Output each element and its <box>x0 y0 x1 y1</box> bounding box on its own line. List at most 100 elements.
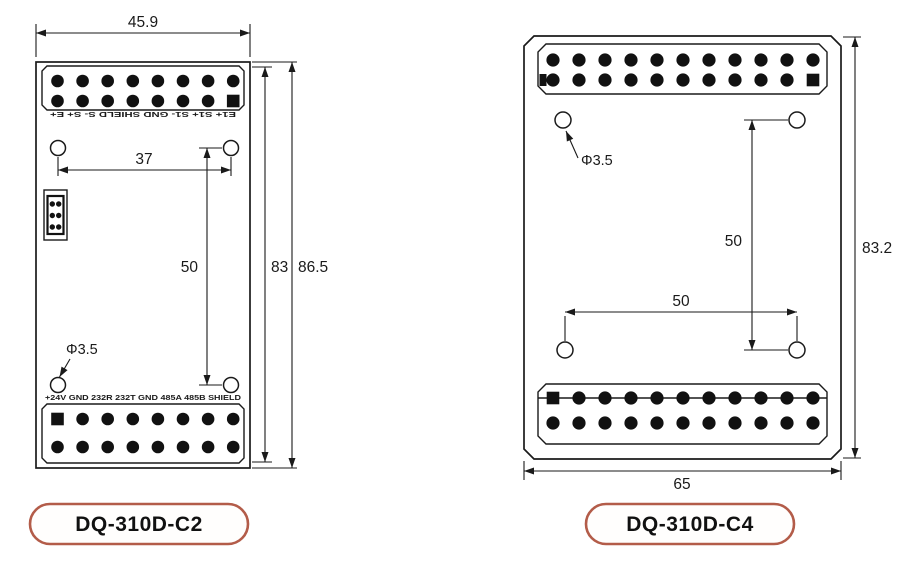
terminal-dot <box>226 74 240 88</box>
terminal-dot <box>624 53 638 67</box>
board-c2-drawing: 45.9 E1+ S1+ S1- GND SHIELD S- S+ E+ 37 <box>28 14 328 546</box>
terminal-dot <box>702 391 716 405</box>
terminal-dot <box>201 440 215 454</box>
terminal-dot <box>624 73 638 87</box>
terminal-dot <box>806 416 820 430</box>
terminal-dot <box>546 73 560 87</box>
terminal-dot <box>201 412 215 426</box>
terminal-dot <box>806 53 820 67</box>
terminal-dot <box>780 73 794 87</box>
terminal-dot <box>806 391 820 405</box>
c4-mounting-hole-top-right <box>788 111 806 129</box>
terminal-dot <box>702 53 716 67</box>
terminal-dot <box>546 416 560 430</box>
terminal-dot <box>754 391 768 405</box>
terminal-dot <box>702 73 716 87</box>
terminal-dot <box>676 53 690 67</box>
c2-top-terminal-block: E1+ S1+ S1- GND SHIELD S- S+ E+ <box>41 65 245 117</box>
terminal-dot <box>201 74 215 88</box>
terminal-dot <box>754 53 768 67</box>
terminal-dot <box>754 416 768 430</box>
c2-width-dimension: 45.9 <box>35 14 251 57</box>
terminal-dot <box>126 412 140 426</box>
c2-mounting-hole-top-left <box>49 139 67 157</box>
terminal-dot <box>151 94 165 108</box>
terminal-dot <box>201 94 215 108</box>
c2-bottom-terminal-labels: +24V GND 232R 232T GND 485A 485B SHIELD <box>45 395 241 402</box>
terminal-dot <box>76 94 89 108</box>
c2-top-terminal-key-square <box>226 94 240 108</box>
terminal-dot <box>51 74 64 88</box>
terminal-dot <box>226 412 240 426</box>
terminal-dot <box>572 53 586 67</box>
c2-top-terminal-dots-row2 <box>51 94 215 108</box>
terminal-dot <box>754 73 768 87</box>
c2-hole-diameter-label: Φ3.5 <box>66 342 98 358</box>
c4-bottom-terminal-dots-row2 <box>546 416 820 430</box>
c4-hole-span-y-label: 50 <box>725 233 743 250</box>
terminal-dot <box>176 440 190 454</box>
terminal-dot <box>650 53 664 67</box>
terminal-dot <box>650 73 664 87</box>
c4-board-outline <box>523 35 842 460</box>
terminal-dot <box>176 412 190 426</box>
terminal-dot <box>76 412 89 426</box>
terminal-dot <box>780 53 794 67</box>
terminal-dot <box>76 74 89 88</box>
terminal-dot <box>598 53 612 67</box>
c4-bottom-terminal-block <box>537 383 828 445</box>
c4-top-terminal-dots-row2 <box>546 73 794 87</box>
terminal-dot <box>598 73 612 87</box>
terminal-dot <box>676 73 690 87</box>
terminal-dot <box>151 74 165 88</box>
terminal-dot <box>226 440 240 454</box>
c4-mounting-hole-bottom-right <box>788 341 806 359</box>
c2-width-dim-label: 45.9 <box>128 14 158 31</box>
c2-inner-height-label: 83 <box>271 259 288 276</box>
terminal-dot <box>728 416 742 430</box>
c2-bottom-terminal-dots-row2 <box>51 440 240 454</box>
terminal-dot <box>702 416 716 430</box>
terminal-dot <box>126 74 140 88</box>
c4-overall-height-label: 83.2 <box>862 240 892 257</box>
c2-model-label: DQ-310D-C2 <box>75 513 203 536</box>
c2-model-badge: DQ-310D-C2 <box>28 502 250 546</box>
c2-top-terminal-dots-row1 <box>51 74 240 88</box>
terminal-dot <box>101 440 114 454</box>
terminal-dot <box>598 416 612 430</box>
c4-mounting-hole-top-left <box>554 111 572 129</box>
terminal-dot <box>780 416 794 430</box>
terminal-dot <box>101 412 114 426</box>
terminal-dot <box>126 440 140 454</box>
c4-top-terminal-key-square <box>806 73 820 87</box>
c2-mounting-hole-top-right <box>222 139 240 157</box>
terminal-dot <box>51 440 64 454</box>
c2-hole-diameter-callout: Φ3.5 <box>59 342 98 378</box>
c4-top-terminal-block <box>537 43 828 95</box>
terminal-dot <box>572 391 586 405</box>
terminal-dot <box>676 416 690 430</box>
terminal-dot <box>572 73 586 87</box>
terminal-dot <box>546 53 560 67</box>
board-c4-drawing: Φ3.5 50 50 <box>523 35 892 546</box>
terminal-dot <box>728 53 742 67</box>
c4-hole-diameter-callout: Φ3.5 <box>565 130 613 169</box>
c4-mounting-hole-bottom-left <box>556 341 574 359</box>
terminal-dot <box>728 73 742 87</box>
terminal-dot <box>572 416 586 430</box>
c2-bottom-terminal-dots-row1 <box>76 412 240 426</box>
c4-overall-height-dimension: 83.2 <box>843 36 892 459</box>
c4-hole-diameter-label: Φ3.5 <box>581 153 613 169</box>
c4-model-label: DQ-310D-C4 <box>626 513 754 536</box>
c4-hole-span-x-label: 50 <box>672 293 690 310</box>
terminal-dot <box>624 416 638 430</box>
c2-hole-span-y-dimension: 50 <box>181 147 222 386</box>
c4-hole-span-y-dimension: 50 <box>725 119 788 351</box>
c2-bottom-terminal-key-square <box>51 412 64 426</box>
c2-mounting-hole-bottom-right <box>222 376 240 394</box>
terminal-dot <box>176 74 190 88</box>
c4-top-terminal-edge-mark <box>539 74 547 86</box>
c2-mounting-hole-bottom-left <box>49 376 67 394</box>
